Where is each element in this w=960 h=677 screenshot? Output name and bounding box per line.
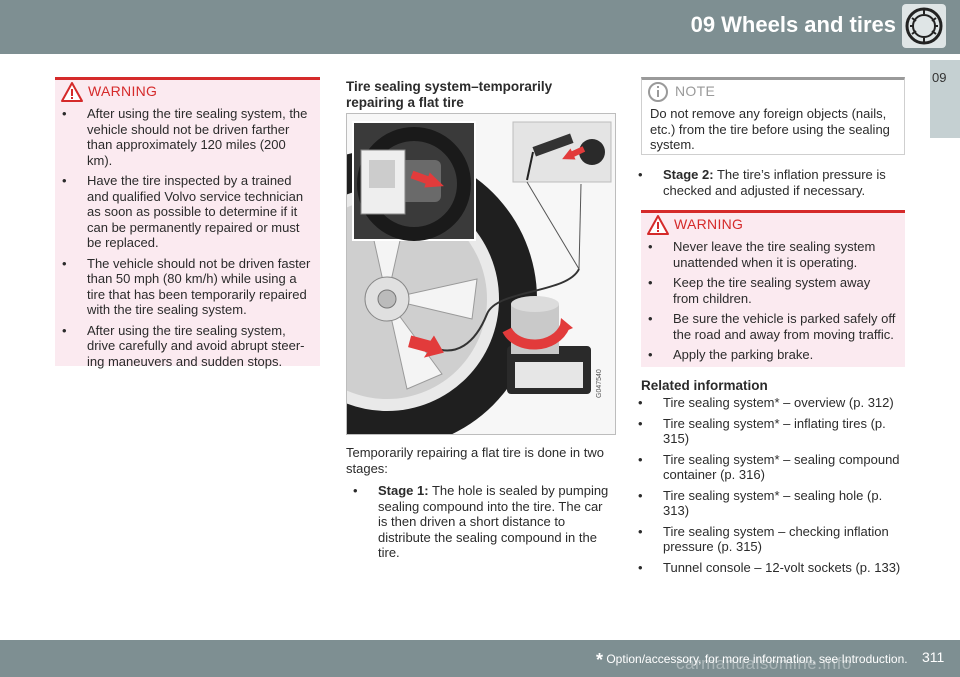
note-text: Do not remove any foreign objects (nails… (650, 106, 890, 152)
related-list: Tire sealing system* – overview (p. 312)… (631, 395, 905, 580)
page-number: 311 (922, 649, 945, 665)
figure-id: G047540 (596, 369, 603, 398)
footer-note-text: Option/accessory, for more information, … (603, 652, 908, 666)
warning-box-left: WARNING After using the tire sealing sys… (55, 77, 320, 369)
related-link[interactable]: Tire sealing system* – sealing hole (p. … (631, 488, 905, 519)
list-item: Stage 2: The tire’s inflation pressure i… (631, 167, 903, 198)
warning-label: WARNING (674, 216, 744, 232)
warning-header: WARNING (55, 80, 320, 104)
stage2-text: The tire’s inflation pressure is checked… (663, 167, 886, 198)
list-item: Stage 1: The hole is sealed by pumping s… (346, 483, 612, 561)
stage1-label: Stage 1: (378, 483, 429, 498)
list-item: Apply the parking brake. (641, 347, 899, 363)
list-item: Be sure the vehicle is parked safely off… (641, 311, 899, 342)
page-title: 09 Wheels and tires (690, 12, 896, 37)
list-item: The vehicle should not be driven faster … (55, 256, 313, 318)
list-item: Never leave the tire sealing system unat… (641, 239, 899, 270)
warning-box-right: WARNING Never leave the tire sealing sys… (641, 210, 905, 367)
tire-sealing-illustration (346, 113, 616, 435)
page-header (0, 0, 960, 54)
footer-star: * (596, 650, 604, 670)
stage2-list: Stage 2: The tire’s inflation pressure i… (631, 167, 903, 203)
warning-list: Never leave the tire sealing system unat… (641, 239, 899, 368)
chapter-tab-label: 09 (932, 70, 947, 85)
warning-header: WARNING (641, 213, 905, 237)
tire-icon (902, 4, 946, 48)
footer-note: * Option/accessory, for more information… (596, 650, 908, 671)
list-item: After using the tire sealing system, dri… (55, 323, 313, 370)
section-heading: Tire sealing system–temporarily repairin… (346, 79, 553, 110)
list-item: Have the tire inspected by a trained and… (55, 173, 313, 251)
stage2-label: Stage 2: (663, 167, 714, 182)
related-link[interactable]: Tire sealing system* – inflating tires (… (631, 416, 905, 447)
warning-triangle-icon (61, 82, 83, 102)
related-link[interactable]: Tire sealing system – checking inflation… (631, 524, 905, 555)
note-label: NOTE (675, 83, 716, 99)
watermark: carmanualsonline.info (676, 654, 852, 673)
chapter-tab[interactable] (929, 60, 960, 138)
intro-text: Temporarily repairing a flat tire is don… (346, 445, 604, 476)
info-icon (648, 82, 668, 102)
stage1-list: Stage 1: The hole is sealed by pumping s… (346, 483, 612, 566)
list-item: After using the tire sealing system, the… (55, 106, 313, 168)
related-link[interactable]: Tunnel console – 12-volt sockets (p. 133… (631, 560, 905, 576)
warning-triangle-icon (647, 215, 669, 235)
related-heading: Related information (641, 378, 768, 393)
page-footer (0, 640, 960, 677)
warning-list: After using the tire sealing system, the… (55, 106, 313, 374)
note-box: NOTE Do not remove any foreign objects (… (641, 77, 905, 155)
list-item: Keep the tire sealing system away from c… (641, 275, 899, 306)
related-link[interactable]: Tire sealing system* – overview (p. 312) (631, 395, 905, 411)
related-link[interactable]: Tire sealing system* – sealing compound … (631, 452, 905, 483)
warning-label: WARNING (88, 83, 158, 99)
stage1-text: The hole is sealed by pumping sealing co… (378, 483, 609, 560)
